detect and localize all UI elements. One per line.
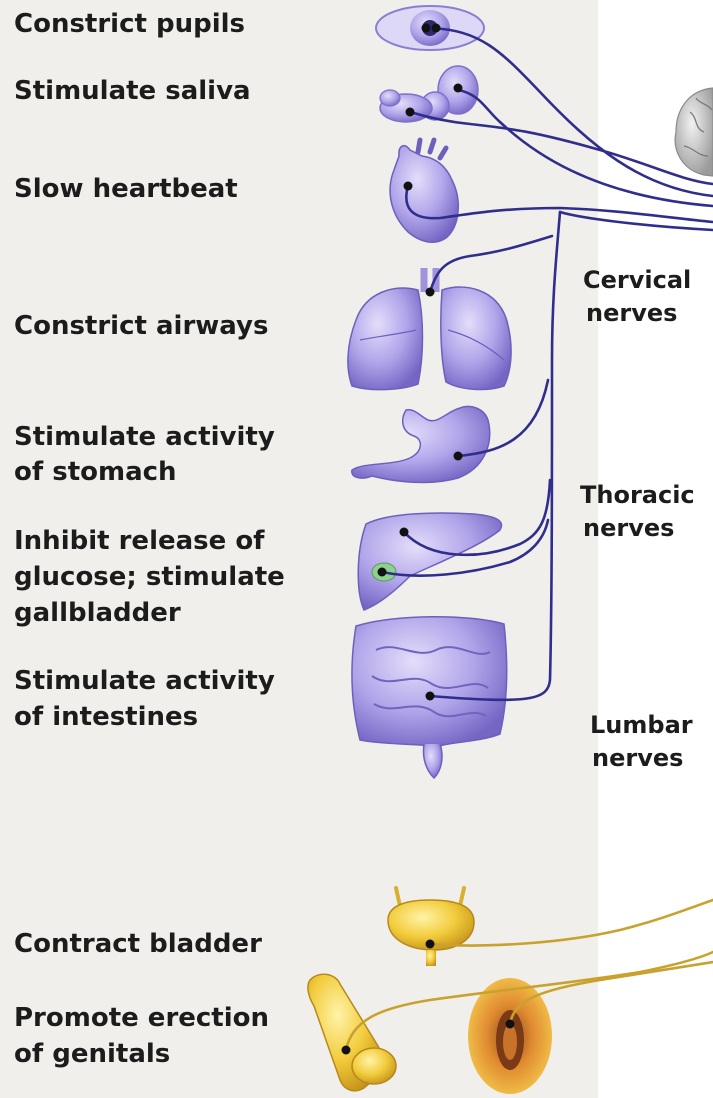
endpoint-vulva xyxy=(506,1020,515,1029)
salivary-glands-icon xyxy=(380,66,478,122)
endpoint-liver xyxy=(400,528,409,537)
parasympathetic-nerves-upper xyxy=(382,28,713,700)
lungs-icon xyxy=(348,268,511,390)
endpoint-intestines xyxy=(426,692,435,701)
endpoint-penis xyxy=(342,1046,351,1055)
heart-icon xyxy=(390,140,458,242)
endpoint-bladder xyxy=(426,940,435,949)
endpoint-salivary-2 xyxy=(406,108,415,117)
endpoint-eye xyxy=(422,24,431,33)
endpoint-stomach xyxy=(454,452,463,461)
brain-icon xyxy=(675,88,713,176)
endpoint-heart xyxy=(404,182,413,191)
endpoint-gallbladder xyxy=(378,568,387,577)
endpoint-lungs xyxy=(426,288,435,297)
stomach-icon xyxy=(352,407,490,483)
endpoint-salivary-1 xyxy=(454,84,463,93)
bladder-icon xyxy=(388,888,474,966)
liver-icon xyxy=(358,513,501,610)
endpoint-eye-2 xyxy=(432,24,441,33)
